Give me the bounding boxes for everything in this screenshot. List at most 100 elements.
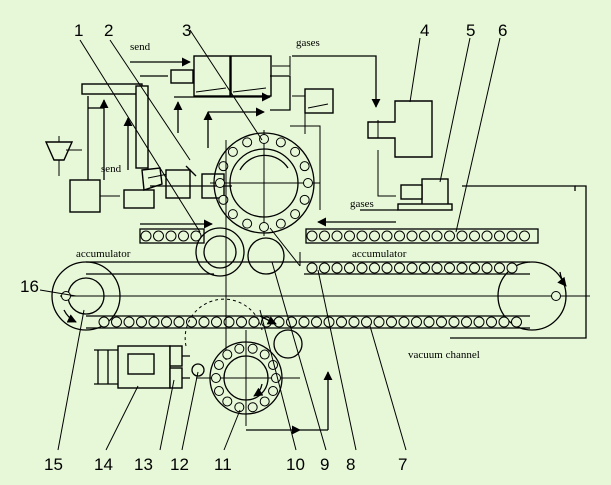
upper-roller (394, 230, 405, 242)
top-feeder-unit (130, 55, 334, 114)
wheel-3-pocket (303, 178, 313, 188)
number-3: 3 (182, 21, 191, 40)
wheel-11-pocket (259, 396, 270, 407)
belt-roller (436, 316, 447, 328)
wheel-3-pocket (227, 146, 238, 157)
belt-roller (386, 316, 397, 328)
belt-roller (419, 262, 430, 274)
belt-roller (423, 316, 435, 328)
belt-roller (336, 316, 347, 328)
belt-roller (298, 316, 310, 328)
main-conveyor-7 (51, 185, 590, 339)
wheel-3-pocket (215, 178, 225, 188)
number-15: 15 (44, 455, 63, 474)
number-9: 9 (320, 455, 329, 474)
wheel-11-pocket (222, 349, 233, 360)
wheel-3-pocket (242, 218, 253, 229)
leader-lines (39, 29, 501, 451)
wheel-11-pockets (211, 343, 281, 413)
upper-roller (494, 230, 505, 242)
belt-roller (98, 316, 110, 328)
upper-roller (344, 230, 355, 242)
upper-roller (481, 230, 493, 242)
wheel-11-pocket (247, 402, 258, 413)
upper-conveyor-6 (139, 228, 539, 244)
belt-roller (461, 316, 472, 328)
label-gases-top: gases (296, 37, 320, 49)
belt-roller (198, 316, 210, 328)
belt-roller (398, 316, 410, 328)
main-conveyor-rollers (61, 262, 561, 328)
belt-roller (444, 262, 455, 274)
number-1: 1 (74, 21, 83, 40)
belt-roller (498, 316, 510, 328)
number-8: 8 (346, 455, 355, 474)
belt-roller (406, 262, 418, 274)
transfer-stars (195, 140, 301, 360)
upper-roller (369, 230, 380, 242)
belt-roller (211, 316, 222, 328)
upper-roller (381, 230, 393, 242)
belt-roller (356, 262, 368, 274)
belt-roller (136, 316, 147, 328)
belt-roller (511, 316, 522, 328)
belt-roller (61, 291, 71, 301)
upper-roller (165, 230, 177, 242)
number-7: 7 (398, 455, 407, 474)
belt-roller (123, 316, 135, 328)
number-13: 13 (134, 455, 153, 474)
belt-roller (369, 262, 380, 274)
belt-roller (481, 262, 493, 274)
gases-flow (173, 55, 381, 148)
belt-roller (348, 316, 360, 328)
wheel-11-pocket (213, 386, 224, 397)
wheel-3-pocket (290, 209, 301, 220)
wheel-11-pocket (259, 349, 270, 360)
upper-roller (406, 230, 418, 242)
belt-roller (311, 316, 322, 328)
wheel-3-pocket (227, 209, 238, 220)
number-4: 4 (420, 21, 429, 40)
belt-roller (319, 262, 330, 274)
number-2: 2 (104, 21, 113, 40)
upper-roller (506, 230, 518, 242)
belt-roller (381, 262, 393, 274)
upper-roller (444, 230, 455, 242)
belt-roller (331, 262, 343, 274)
label-accumulator-left: accumulator (76, 248, 131, 260)
belt-roller (248, 316, 260, 328)
upper-roller (331, 230, 343, 242)
upper-roller (356, 230, 368, 242)
wheel-3-pocket (259, 222, 269, 232)
wheel-11-pocket (211, 373, 221, 383)
upper-roller (190, 230, 202, 242)
wheel-3-pocket (299, 161, 310, 172)
label-accumulator-right: accumulator (352, 248, 407, 260)
upper-roller (431, 230, 443, 242)
upper-roller (456, 230, 468, 242)
label-vacuum-channel: vacuum channel (408, 349, 480, 361)
belt-roller (373, 316, 385, 328)
belt-roller (186, 316, 197, 328)
belt-roller (111, 316, 122, 328)
upper-roller (419, 230, 430, 242)
left-pipework (44, 83, 169, 213)
belt-roller (361, 316, 372, 328)
component-5-unit (317, 178, 576, 227)
belt-roller (469, 262, 480, 274)
belt-roller (411, 316, 422, 328)
wheel-11-pocket (268, 386, 279, 397)
upper-roller (140, 230, 152, 242)
wheel-11-pocket (213, 359, 224, 370)
upper-roller (306, 230, 318, 242)
number-5: 5 (466, 21, 475, 40)
label-send-left: send (101, 163, 122, 175)
belt-roller (236, 316, 247, 328)
upper-roller (178, 230, 189, 242)
belt-roller (273, 316, 285, 328)
upper-roller (319, 230, 330, 242)
wheel-3-pocket (259, 134, 269, 144)
belt-roller (148, 316, 160, 328)
number-14: 14 (94, 455, 113, 474)
